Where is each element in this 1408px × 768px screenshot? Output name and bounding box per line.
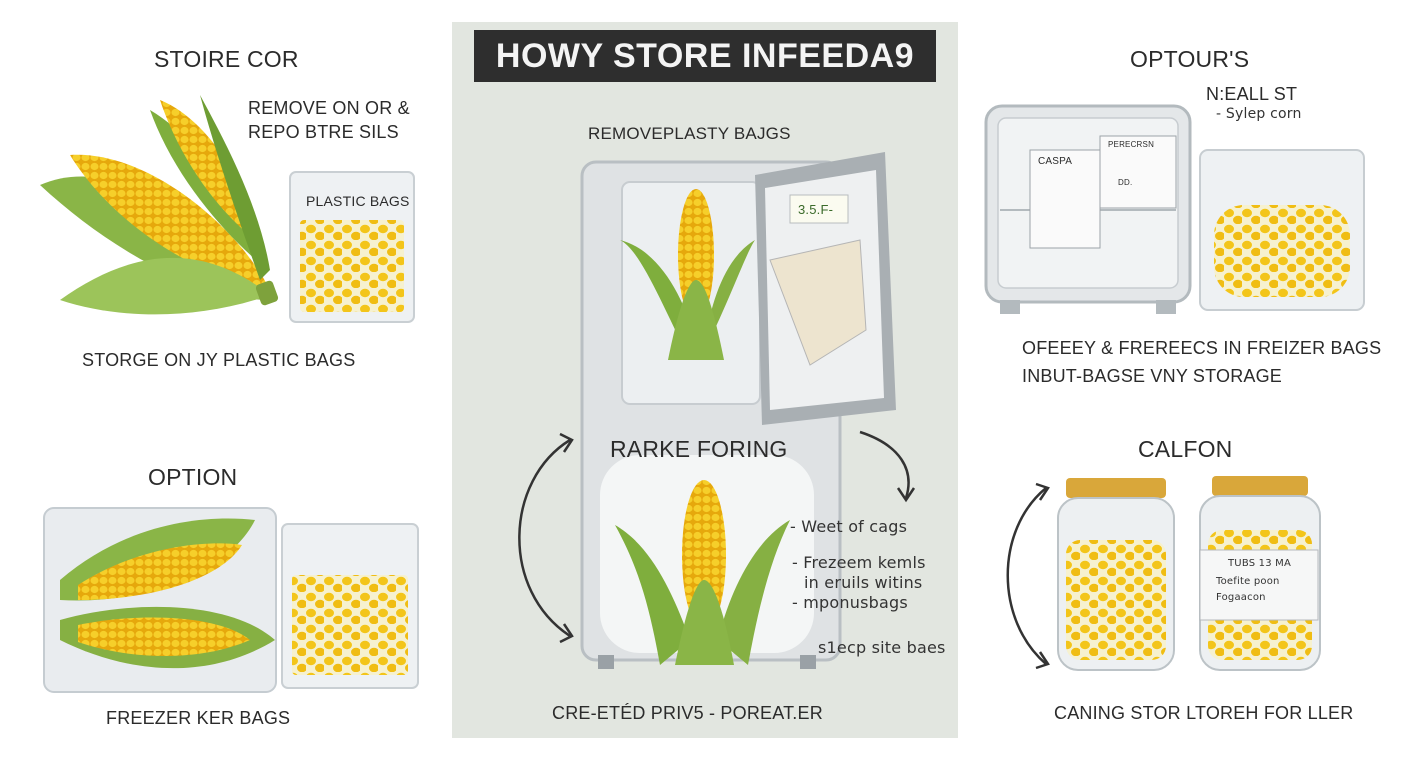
center-bottom-label: CRE-ETÉD PRIV5 - POREAT.ER <box>552 703 823 723</box>
freezer-box-icon <box>984 104 1192 314</box>
freezer-card-label-1: CASPA <box>1038 156 1073 167</box>
center-middle-label: RARKE FORING <box>610 436 788 462</box>
refrigerator-icon <box>580 152 896 669</box>
jar-label-line-3: Fogaacon <box>1216 592 1266 603</box>
right-note-1: N:EALL ST <box>1206 84 1298 104</box>
note-line-2: REPO BTRE SILS <box>248 122 399 142</box>
kernel-bag-icon <box>281 523 419 689</box>
corn-cob-icon <box>40 95 279 315</box>
center-note-2c: - mponusbags <box>792 593 908 612</box>
caption-freezer-line-1: OFEEEY & FREREECS IN FREIZER BAGS <box>1022 338 1382 358</box>
caption-freezer-bags: FREEZER KER BAGS <box>106 708 291 728</box>
fridge-temp-tag: 3.5.F- <box>798 202 834 217</box>
jar-label-line-1: TUBS 13 MA <box>1228 558 1292 569</box>
jar-label-line-2: Toefite poon <box>1216 576 1280 587</box>
freezer-card-label-2: PERECRSN <box>1108 140 1155 149</box>
center-note-1: - Weet of cags <box>790 517 908 536</box>
plastic-bag-icon <box>289 171 415 323</box>
caption-plastic-bags: STORGE ON JY PLASTIC BAGS <box>82 350 356 370</box>
section-heading-store-corn: STOIRE COR <box>154 46 299 72</box>
page-title: HOWY STORE INFEEDA9 <box>474 30 936 82</box>
section-heading-options: OPTOUR'S <box>1130 46 1250 72</box>
canning-jar-icon <box>1057 476 1321 671</box>
center-note-3: s1ecp site baes <box>818 638 946 657</box>
center-note-2b: in eruils witins <box>804 573 923 592</box>
note-line-1: REMOVE ON OR & <box>248 98 410 118</box>
cycle-arrow-right-icon <box>1006 482 1050 670</box>
caption-freezer-line-2: INBUT-BAGSE VNY STORAGE <box>1022 366 1283 386</box>
freezer-card-label-3: DD. <box>1118 178 1133 187</box>
center-top-label: REMOVEPLASTY BAJGS <box>588 124 791 143</box>
center-note-2a: - Frezeem kemls <box>792 553 926 572</box>
plastic-bag-label: PLASTIC BAGS <box>306 193 410 209</box>
right-note-2: - Sylep corn <box>1216 106 1302 122</box>
caption-canning: CANING STOR LTOREH FOR LLER <box>1054 703 1354 723</box>
freezer-bag-cobs-icon <box>43 507 277 693</box>
cycle-arrow-icon <box>518 430 916 644</box>
corn-freezer-bag-icon <box>1199 149 1365 311</box>
section-heading-canning: CALFON <box>1138 436 1233 462</box>
section-heading-option: OPTION <box>148 464 238 490</box>
